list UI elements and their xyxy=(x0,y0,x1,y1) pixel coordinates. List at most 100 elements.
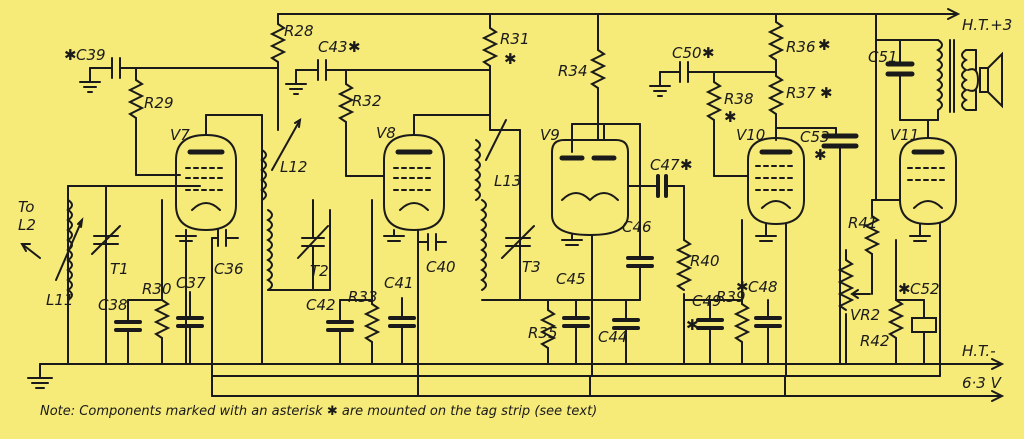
label-ht-plus: H.T.+3 xyxy=(962,16,1012,34)
label-c43: C43 xyxy=(318,38,348,56)
capacitor-c36 xyxy=(211,229,239,377)
coil-l11 xyxy=(55,185,201,365)
label-l12: L12 xyxy=(280,158,307,176)
heater-rail xyxy=(211,375,1005,402)
label-c53: C53 xyxy=(800,128,830,146)
capacitor-c40 xyxy=(417,233,447,251)
trimmer-t3 xyxy=(501,225,535,259)
valve-v11 xyxy=(899,119,957,377)
label-r28: R28 xyxy=(284,22,314,40)
label-v10: V10 xyxy=(736,126,765,144)
resistor-r33 xyxy=(363,199,381,365)
capacitor-c51 xyxy=(885,39,929,121)
resistor-r30 xyxy=(153,199,171,365)
trimmer-t2 xyxy=(297,199,329,291)
label-t1: T1 xyxy=(110,260,129,278)
label-r38: R38 xyxy=(724,90,754,108)
asterisk-c39: ✱ xyxy=(64,46,77,64)
valve-v7 xyxy=(175,114,263,365)
coil-l12 xyxy=(260,118,331,291)
label-c38: C38 xyxy=(98,296,128,314)
label-r33: R33 xyxy=(348,288,378,306)
label-r37: R37 xyxy=(786,84,816,102)
capacitor-c42 xyxy=(326,299,373,365)
label-c40: C40 xyxy=(426,258,456,276)
asterisk-r31: ✱ xyxy=(504,50,517,68)
resistor-r28 xyxy=(269,13,287,131)
label-c39: C39 xyxy=(76,46,106,64)
capacitor-c38 xyxy=(114,299,163,365)
capacitor-c45 xyxy=(562,299,590,365)
label-r34: R34 xyxy=(558,62,588,80)
coil-l13 xyxy=(474,119,521,301)
label-c41: C41 xyxy=(384,274,414,292)
input-arrow xyxy=(20,243,41,259)
resistor-r34 xyxy=(589,13,607,141)
asterisk-r38: ✱ xyxy=(724,108,737,126)
resistor-r35 xyxy=(519,299,605,365)
label-v9: V9 xyxy=(540,126,560,144)
label-r36: R36 xyxy=(786,38,816,56)
capacitor-c39 xyxy=(79,57,279,93)
label-v8: V8 xyxy=(376,124,396,142)
input-to-text: To xyxy=(18,198,35,216)
resistor-r32 xyxy=(337,69,385,177)
resistor-r36 xyxy=(767,13,785,77)
resistor-r31 xyxy=(481,13,499,131)
label-c37: C37 xyxy=(176,274,206,292)
label-r41: R41 xyxy=(848,214,878,232)
label-r30: R30 xyxy=(142,280,172,298)
label-c47: C47 xyxy=(650,156,680,174)
label-r35: R35 xyxy=(528,324,558,342)
asterisk-c50: ✱ xyxy=(702,44,715,62)
capacitor-c46 xyxy=(626,123,654,301)
capacitor-c49 xyxy=(683,299,743,365)
label-r31: R31 xyxy=(500,30,530,48)
output-transformer xyxy=(875,13,977,201)
label-t2: T2 xyxy=(310,262,329,280)
label-c52: C52 xyxy=(910,280,940,298)
label-c45: C45 xyxy=(556,270,586,288)
label-c50: C50 xyxy=(672,44,702,62)
ground-symbol xyxy=(27,363,53,389)
ht-minus-rail xyxy=(39,358,1005,370)
ht-plus-rail xyxy=(277,8,961,20)
label-vr2: VR2 xyxy=(850,306,880,324)
capacitor-c41 xyxy=(388,297,416,365)
valve-v8 xyxy=(383,114,491,377)
label-c49: C49 xyxy=(692,292,722,310)
label-heater: 6·3 V xyxy=(962,374,1003,392)
label-l11: L11 xyxy=(46,291,73,309)
potentiometer-vr2 xyxy=(837,249,871,365)
asterisk-c49: ✱ xyxy=(686,316,699,334)
resistor-r37 xyxy=(767,75,785,141)
resistor-r29 xyxy=(127,67,181,176)
asterisk-c47: ✱ xyxy=(680,156,693,174)
label-v11: V11 xyxy=(890,126,919,144)
label-ht-minus: H.T.- xyxy=(962,342,996,360)
label-r32: R32 xyxy=(352,92,382,110)
label-r42: R42 xyxy=(860,332,890,350)
label-c46: C46 xyxy=(622,218,652,236)
label-c36: C36 xyxy=(214,260,244,278)
capacitor-c53 xyxy=(821,127,859,365)
trimmer-t1 xyxy=(91,225,121,255)
asterisk-c52: ✱ xyxy=(898,280,911,298)
capacitor-c50 xyxy=(649,61,777,97)
loudspeaker-icon xyxy=(967,51,1003,109)
capacitor-c44 xyxy=(603,299,641,365)
ground-v7 xyxy=(175,229,197,242)
capacitor-c52 xyxy=(895,299,937,365)
label-t3: T3 xyxy=(522,258,541,276)
asterisk-r37: ✱ xyxy=(820,84,833,102)
component-labels: To L2 L11 T1 C38 R30 C37 C36 ✱ C39 R29 V… xyxy=(18,16,1012,392)
footnote: Note: Components marked with an asterisk… xyxy=(40,404,598,419)
label-c42: C42 xyxy=(306,296,336,314)
label-r40: R40 xyxy=(690,252,720,270)
label-l13: L13 xyxy=(494,172,521,190)
label-c48: C48 xyxy=(748,278,778,296)
label-r29: R29 xyxy=(144,94,174,112)
asterisk-r36: ✱ xyxy=(818,36,831,54)
